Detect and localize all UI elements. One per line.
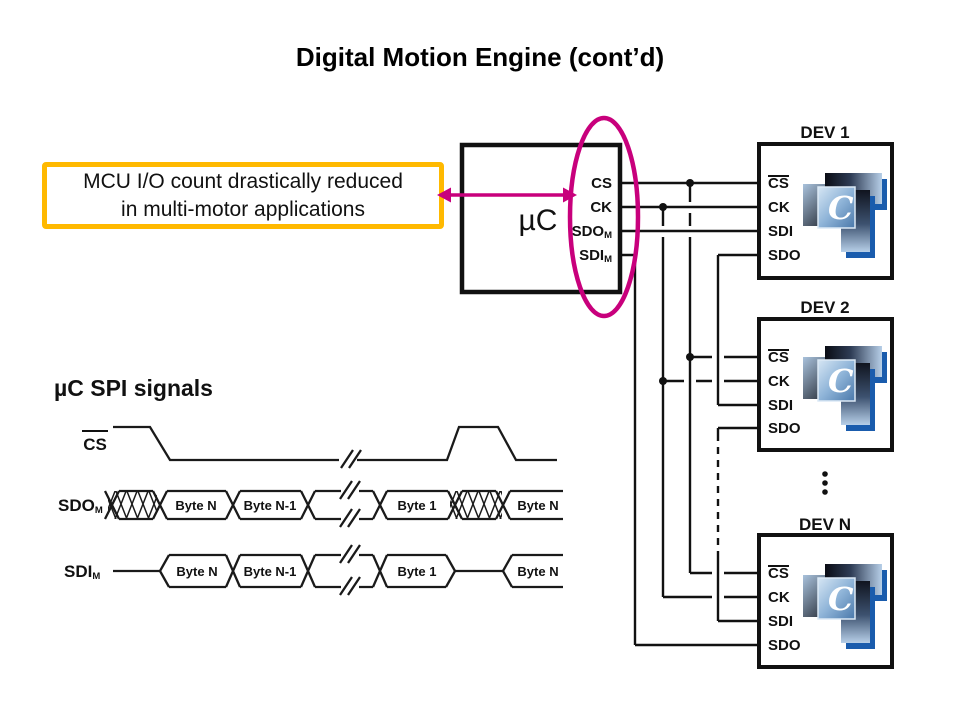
sdo-transitions — [103, 490, 512, 520]
sdi-byte-2: Byte 1 — [397, 564, 436, 579]
devn-pin-sdo: SDO — [768, 637, 801, 654]
callout-arrow-head-right — [563, 187, 577, 203]
ck-bus-wire — [620, 205, 759, 599]
sdo-byte-0: Byte N — [175, 498, 216, 513]
sdi-byte-3: Byte N — [517, 564, 558, 579]
dev2-title: DEV 2 — [800, 298, 849, 317]
timing-sdi-label: SDIM — [64, 562, 100, 582]
junction-dot — [659, 203, 667, 211]
timing-diagram: µC SPI signals CS SDOM Byte N Byte N-1 B… — [54, 375, 563, 596]
mcu-pin-sdo: SDOM — [572, 223, 613, 241]
callout-line-2: in multi-motor applications — [121, 197, 365, 221]
cs-bus-wire — [620, 181, 759, 575]
cs-waveform — [113, 425, 557, 462]
devn-title: DEV N — [799, 515, 851, 534]
dev2-block: DEV 2 CS CK SDI SDO — [757, 298, 894, 452]
callout-arrow-head-left — [437, 187, 451, 203]
dev2-pin-sdo: SDO — [768, 420, 801, 437]
mcu-block: µC CS CK SDOM SDIM — [459, 142, 623, 295]
sdo-rails — [119, 489, 563, 521]
annotations — [437, 115, 641, 319]
junction-dot — [659, 377, 667, 385]
daisy-dev1-dev2-wire — [716, 253, 759, 407]
devn-pin-cs: CS — [768, 565, 789, 582]
sdi-byte-0: Byte N — [176, 564, 217, 579]
devices-ellipsis — [822, 471, 828, 495]
sdo-break-marks — [339, 480, 361, 528]
dev1-block: DEV 1 CS CK SDI SDO — [757, 123, 894, 280]
mcu-pin-sdi: SDIM — [579, 247, 612, 265]
mcu-pin-cs: CS — [591, 175, 612, 192]
timing-cs-label: CS — [83, 435, 107, 454]
sdo-hatch-2 — [450, 491, 502, 519]
mcu-pin-ck: CK — [590, 199, 612, 216]
timing-sdo-label: SDOM — [58, 496, 103, 516]
callout-line-1: MCU I/O count drastically reduced — [83, 169, 403, 193]
dev2-pin-cs: CS — [768, 349, 789, 366]
devn-pin-sdi: SDI — [768, 613, 793, 630]
sdi-break-marks — [339, 544, 361, 596]
ellipsis-dot — [822, 480, 828, 486]
dev1-pin-sdo: SDO — [768, 247, 801, 264]
dev1-pin-sdi: SDI — [768, 223, 793, 240]
sdo-byte-3: Byte N — [517, 498, 558, 513]
sdo-hatch-1 — [108, 491, 157, 519]
sdo-byte-2: Byte 1 — [397, 498, 436, 513]
devn-pin-ck: CK — [768, 589, 790, 606]
pins-highlight-ellipse — [567, 115, 641, 319]
sdo-byte-1: Byte N-1 — [244, 498, 297, 513]
devn-block: DEV N CS CK SDI SDO — [757, 515, 894, 669]
sdi-transitions — [158, 554, 514, 588]
daisy-dev2-devn-wire-solid — [716, 426, 759, 623]
sdi-byte-1: Byte N-1 — [244, 564, 297, 579]
page-title: Digital Motion Engine (cont’d) — [295, 42, 665, 72]
timing-heading: µC SPI signals — [54, 375, 213, 401]
sdi-rails — [113, 553, 563, 589]
sdi-return-wire — [620, 253, 759, 647]
dev1-pin-cs: CS — [768, 175, 789, 192]
dev1-pin-ck: CK — [768, 199, 790, 216]
dev2-pin-sdi: SDI — [768, 397, 793, 414]
mcu-box — [459, 142, 623, 295]
cs-break-marks — [340, 449, 362, 469]
dev2-pin-ck: CK — [768, 373, 790, 390]
bus-wiring — [620, 179, 759, 647]
junction-dot — [686, 353, 694, 361]
junction-dot — [686, 179, 694, 187]
dev1-title: DEV 1 — [800, 123, 849, 142]
callout-box: MCU I/O count drastically reduced in mul… — [42, 162, 444, 229]
mcu-label: µC — [519, 204, 558, 237]
ellipsis-dot — [822, 489, 828, 495]
ellipsis-dot — [822, 471, 828, 477]
